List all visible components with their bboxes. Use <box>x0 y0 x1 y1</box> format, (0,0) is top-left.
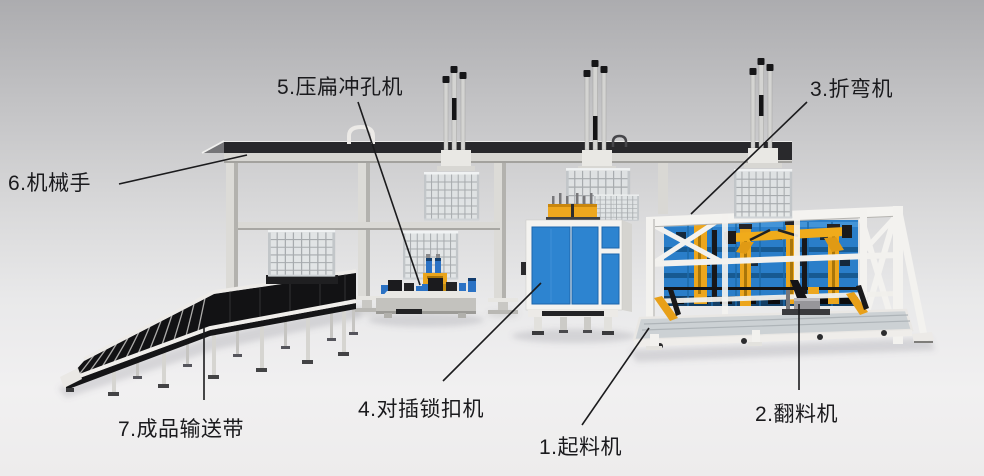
rail-end-cap <box>774 143 792 160</box>
bending-machine-assembly <box>632 206 934 350</box>
robotic-arm-unit-2 <box>565 60 631 221</box>
leader-lines <box>118 101 808 426</box>
label-product-conveyor: 7.成品输送带 <box>118 418 245 441</box>
leader-line-interlock-machine <box>442 282 542 382</box>
label-material-lifter: 1.起料机 <box>539 436 623 459</box>
material-flipper-mechanism <box>782 280 830 315</box>
cable-hoop-white <box>347 124 375 144</box>
cable-hoop-dark <box>611 134 628 147</box>
leader-line-bending-machine <box>690 101 808 215</box>
wire-cage-unit-3 <box>733 168 793 220</box>
conveyor-belt <box>66 273 356 381</box>
gantry-frame <box>201 124 792 314</box>
rail-dark-bar <box>224 142 792 153</box>
label-interlock-machine: 4.对插锁扣机 <box>358 398 485 421</box>
leader-line-robotic-arm <box>118 154 248 185</box>
interlock-machine <box>521 193 640 335</box>
conveyor-end-cap <box>60 368 82 388</box>
product-conveyor <box>60 269 358 396</box>
label-material-flipper: 2.翻料机 <box>755 403 839 426</box>
label-bending-machine: 3.折弯机 <box>810 78 894 101</box>
wire-cage-on-conveyor <box>266 229 338 284</box>
label-flatten-punch-machine: 5.压扁冲孔机 <box>277 76 404 99</box>
flatten-punch-machine <box>376 230 476 318</box>
flipper-top-beam <box>726 225 852 254</box>
cabinet-door-right <box>571 226 599 305</box>
cabinet-handle <box>521 262 526 275</box>
label-robotic-arm: 6.机械手 <box>8 172 92 195</box>
leader-line-flatten-punch <box>357 101 421 286</box>
robotic-arm-unit-1 <box>423 66 480 222</box>
leader-line-material-lifter <box>581 327 650 426</box>
